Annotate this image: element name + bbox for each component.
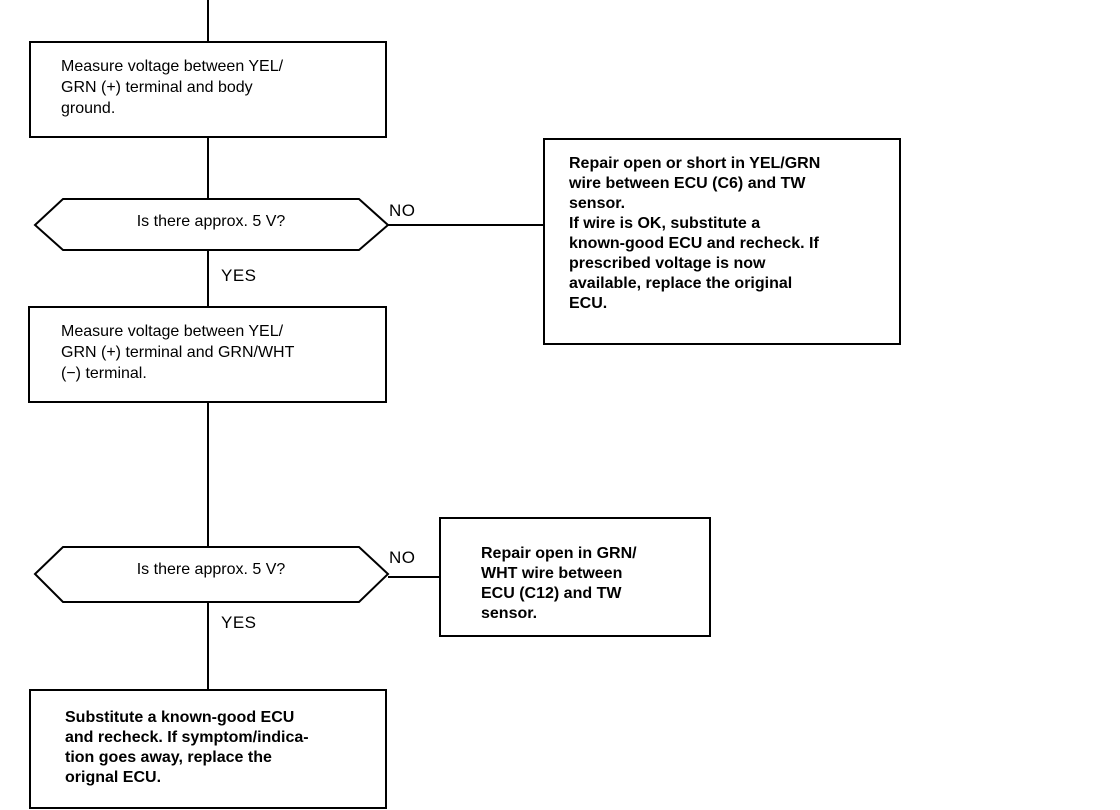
decision-1-question: Is there approx. 5 V?	[136, 213, 286, 230]
decision-1-no-label: NO	[389, 201, 416, 220]
repair-yel-grn-wire-text: Repair open or short in YEL/GRN wire bet…	[569, 155, 821, 312]
decision-diamond-1	[33, 198, 390, 251]
decision-2-yes-label: YES	[221, 613, 257, 632]
decision-2-question: Is there approx. 5 V?	[136, 561, 286, 578]
step-measure-body-ground: Measure voltage between YEL/ GRN (+) ter…	[29, 41, 387, 138]
decision-1-yes-label: YES	[221, 266, 257, 285]
decision-2-no-label: NO	[389, 548, 416, 567]
repair-grn-wht-wire: Repair open in GRN/ WHT wire between ECU…	[439, 517, 711, 637]
step-substitute-ecu-text: Substitute a known-good ECU and recheck.…	[65, 709, 309, 786]
step-measure-body-ground-text: Measure voltage between YEL/ GRN (+) ter…	[61, 58, 284, 117]
repair-grn-wht-wire-text: Repair open in GRN/ WHT wire between ECU…	[481, 545, 637, 622]
step-measure-grn-wht: Measure voltage between YEL/ GRN (+) ter…	[28, 306, 387, 403]
step-measure-grn-wht-text: Measure voltage between YEL/ GRN (+) ter…	[61, 323, 295, 382]
step-substitute-ecu: Substitute a known-good ECU and recheck.…	[29, 689, 387, 809]
decision-diamond-2	[33, 546, 390, 603]
repair-yel-grn-wire: Repair open or short in YEL/GRN wire bet…	[543, 138, 901, 345]
